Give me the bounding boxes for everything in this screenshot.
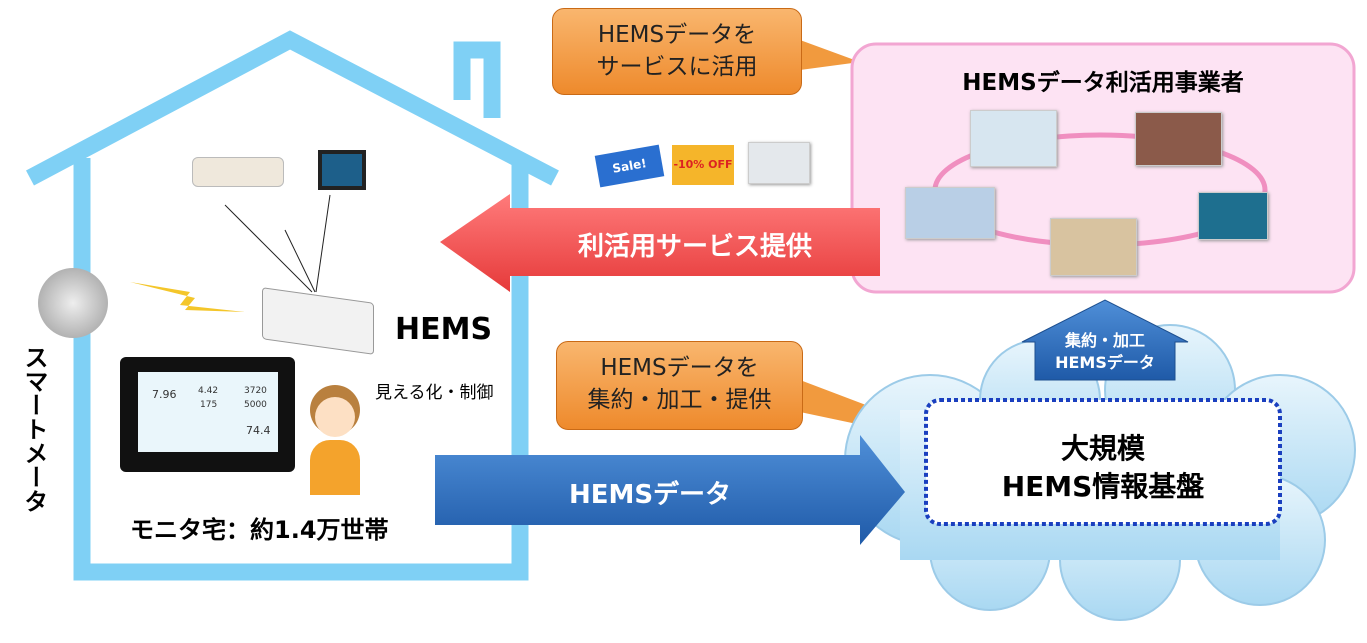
callout-tail-top — [800, 40, 860, 70]
platform-label: 大規模 HEMS情報基盤 — [926, 430, 1280, 506]
callout-line: HEMSデータを — [600, 355, 759, 381]
tablet: 7.96 4.42 175 3720 5000 74.4 — [120, 357, 295, 472]
callout-aggregate-data: HEMSデータを 集約・加工・提供 — [556, 341, 803, 430]
hems-sub-label: 見える化・制御 — [375, 383, 494, 403]
tablet-value: 175 — [200, 400, 218, 410]
provider-title: HEMSデータ利活用事業者 — [962, 70, 1244, 96]
callout-line: 集約・加工・提供 — [587, 387, 772, 413]
store-photo — [970, 110, 1057, 167]
house-outline — [26, 30, 559, 581]
patrol-car-photo — [748, 142, 810, 184]
aquarium-photo — [1198, 192, 1268, 240]
callout-line: HEMSデータを — [597, 22, 757, 48]
air-conditioner-icon — [192, 157, 284, 187]
monitor-homes-label: モニタ宅：約1.4万世帯 — [130, 516, 389, 544]
data-arrow — [435, 435, 905, 545]
data-arrow-label: HEMSデータ — [568, 480, 732, 510]
callout-use-data: HEMSデータを サービスに活用 — [552, 8, 802, 95]
smart-meter-icon — [38, 268, 108, 338]
lightning-icon — [130, 282, 245, 312]
up-arrow-label: 集約・加工 HEMSデータ — [1035, 330, 1175, 374]
platform-line: HEMS情報基盤 — [1001, 470, 1205, 503]
tablet-value: 5000 — [244, 400, 267, 410]
service-arrow-label: 利活用サービス提供 — [577, 232, 812, 262]
building-photo — [1050, 218, 1137, 276]
restaurant-photo — [1135, 112, 1222, 166]
platform-box — [924, 398, 1282, 526]
tablet-value: 74.4 — [246, 424, 271, 437]
tv-icon — [318, 150, 366, 190]
up-arrow-line: HEMSデータ — [1055, 353, 1155, 372]
smart-meter-label: スマートメータ — [20, 345, 48, 513]
platform-line: 大規模 — [1060, 432, 1145, 465]
tablet-value: 4.42 — [198, 386, 219, 396]
up-arrow-line: 集約・加工 — [1064, 331, 1145, 350]
tablet-value: 7.96 — [152, 388, 177, 401]
tablet-value: 3720 — [244, 386, 267, 396]
hems-label: HEMS — [395, 312, 493, 347]
service-arrow — [440, 194, 880, 292]
callout-line: サービスに活用 — [596, 54, 758, 80]
woman-illustration — [300, 385, 370, 495]
guard-photo — [905, 187, 995, 239]
off-coupon: -10% OFF — [672, 145, 734, 185]
up-arrow — [1021, 299, 1189, 381]
